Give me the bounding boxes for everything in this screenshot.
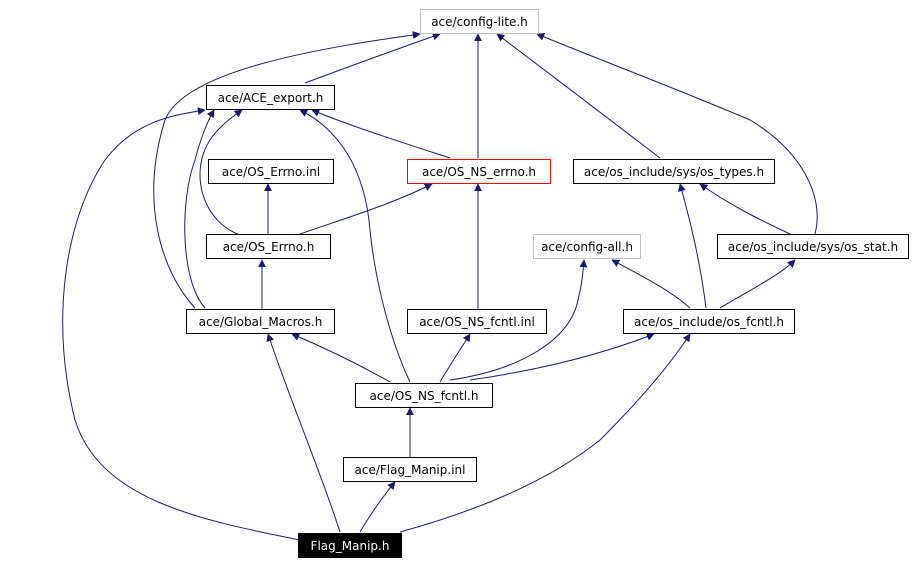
edge-global-macros-to-ace-export xyxy=(184,109,215,309)
node-config-lite[interactable]: ace/config-lite.h xyxy=(420,9,539,34)
node-os-types[interactable]: ace/os_include/sys/os_types.h xyxy=(573,159,775,184)
edge-ace-export-to-config-lite xyxy=(304,32,441,84)
node-os-errno-inl[interactable]: ace/OS_Errno.inl xyxy=(208,159,334,184)
edge-os-errno-to-ace-export xyxy=(199,109,243,236)
node-os-ns-fcntl-inl[interactable]: ace/OS_NS_fcntl.inl xyxy=(407,309,547,334)
edge-global-macros-to-config-lite xyxy=(153,31,421,309)
node-os-errno[interactable]: ace/OS_Errno.h xyxy=(206,234,331,259)
edge-flag-manip-h-to-flag-manip-inl xyxy=(359,481,396,533)
edge-os-errno-to-os-ns-errno xyxy=(299,183,433,235)
edge-os-types-to-config-lite xyxy=(496,33,661,159)
edge-os-ns-fcntl-to-ace-export xyxy=(299,109,411,383)
edge-flag-manip-h-to-os-fcntl xyxy=(399,333,691,533)
edge-os-ns-errno-to-ace-export xyxy=(311,109,451,159)
edge-os-fcntl-to-os-types xyxy=(678,183,707,309)
node-os-stat[interactable]: ace/os_include/sys/os_stat.h xyxy=(717,234,909,259)
edge-os-fcntl-to-config-all xyxy=(611,259,691,309)
edge-os-stat-to-os-types xyxy=(699,183,791,235)
edge-os-fcntl-to-os-stat xyxy=(719,259,796,309)
edge-os-ns-fcntl-to-os-ns-fcntl-inl xyxy=(439,333,471,383)
edge-os-ns-fcntl-to-config-all xyxy=(449,259,588,381)
node-flag-manip-h[interactable]: Flag_Manip.h xyxy=(298,533,402,558)
node-config-all[interactable]: ace/config-all.h xyxy=(533,234,641,259)
node-os-fcntl[interactable]: ace/os_include/os_fcntl.h xyxy=(623,309,795,334)
edge-flag-manip-h-to-ace-export xyxy=(62,107,301,541)
node-global-macros[interactable]: ace/Global_Macros.h xyxy=(186,309,335,334)
node-os-ns-errno[interactable]: ace/OS_NS_errno.h xyxy=(407,159,551,184)
node-ace-export[interactable]: ace/ACE_export.h xyxy=(206,85,335,110)
edge-os-ns-fcntl-to-global-macros xyxy=(291,333,391,383)
edge-flag-manip-h-to-global-macros xyxy=(266,333,341,533)
node-flag-manip-inl[interactable]: ace/Flag_Manip.inl xyxy=(343,457,477,482)
edge-os-stat-to-config-lite xyxy=(536,33,818,235)
node-os-ns-fcntl[interactable]: ace/OS_NS_fcntl.h xyxy=(355,383,493,408)
edge-os-ns-fcntl-to-os-fcntl xyxy=(469,332,655,381)
